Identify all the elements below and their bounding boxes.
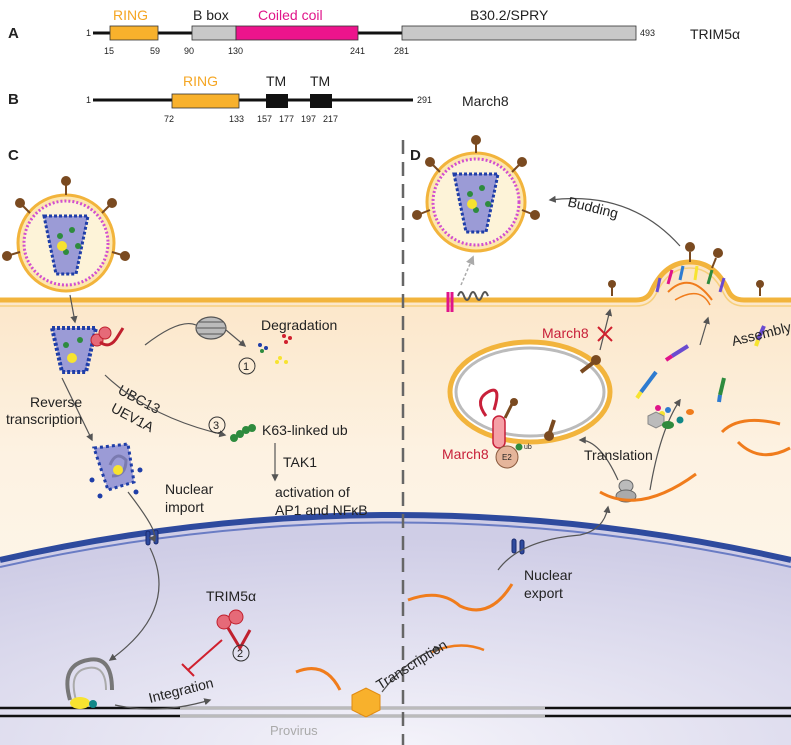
step-2-label: 2 bbox=[237, 648, 243, 660]
panel-label-a: A bbox=[8, 25, 19, 42]
gag-components bbox=[635, 325, 766, 429]
capsid-trim5a-complex bbox=[49, 326, 125, 374]
march8-pos-133: 133 bbox=[229, 114, 244, 124]
trim5a-pos-end: 493 bbox=[640, 28, 655, 38]
step-3-circle bbox=[208, 416, 226, 434]
march8-pos-start: 1 bbox=[86, 95, 91, 105]
released-virion bbox=[412, 135, 540, 253]
trim5a-pos-15: 15 bbox=[104, 46, 114, 56]
trim5a-domain-map: A RING B box Coiled coil B30.2/SPRY 1 49… bbox=[8, 7, 740, 56]
march8-pos-177: 177 bbox=[279, 114, 294, 124]
budding-particle bbox=[655, 242, 726, 306]
march8-pos-72: 72 bbox=[164, 114, 174, 124]
nucleus bbox=[0, 515, 791, 745]
march8-tm2-domain bbox=[310, 94, 332, 108]
panel-label-b: B bbox=[8, 91, 19, 108]
translation-label: Translation bbox=[584, 447, 653, 463]
step-1-circle bbox=[238, 357, 256, 375]
march8-label: March8 bbox=[442, 446, 489, 462]
trim5a-pos-130: 130 bbox=[228, 46, 243, 56]
march8-pos-197: 197 bbox=[301, 114, 316, 124]
activation-label-1: activation of bbox=[275, 484, 350, 500]
panel-label-c: C bbox=[8, 147, 19, 164]
trim5a-pos-90: 90 bbox=[184, 46, 194, 56]
activation-label-2: AP1 and NFκB bbox=[275, 502, 368, 518]
march8-domain-map: B RING TM TM 1 291 72 133 157 177 197 21… bbox=[8, 73, 509, 124]
march8-pos-217: 217 bbox=[323, 114, 338, 124]
march8-ring-domain bbox=[171, 93, 240, 109]
panel-d: D Budding bbox=[373, 135, 791, 693]
reverse-label-1: Reverse bbox=[30, 394, 82, 410]
panel-label-d: D bbox=[410, 147, 421, 164]
nuclear-envelope bbox=[0, 512, 791, 563]
step-2-circle bbox=[232, 644, 250, 662]
nuclear-export-label-2: export bbox=[524, 585, 563, 601]
degradation-label: Degradation bbox=[261, 317, 337, 333]
trim5a-coiled-label: Coiled coil bbox=[258, 7, 323, 23]
mrna bbox=[599, 472, 697, 502]
nuclear-import-label-2: import bbox=[165, 499, 204, 515]
trim5a-pos-59: 59 bbox=[150, 46, 160, 56]
trim5a-spry-label: B30.2/SPRY bbox=[470, 7, 549, 23]
membrane-receptor bbox=[446, 291, 489, 312]
trim5a-pos-start: 1 bbox=[86, 28, 91, 38]
trim5a-ring-domain bbox=[109, 25, 159, 41]
march8-ring-label: RING bbox=[183, 73, 218, 89]
proteasome bbox=[195, 316, 227, 340]
k63-label: K63-linked ub bbox=[262, 422, 348, 438]
nuclear-pore bbox=[145, 530, 151, 546]
march8-pos-end: 291 bbox=[417, 95, 432, 105]
degradation-fragments bbox=[258, 334, 292, 364]
trim5a-bbox-domain bbox=[191, 25, 237, 41]
incoming-virion bbox=[2, 176, 130, 293]
provirus-label: Provirus bbox=[270, 723, 318, 738]
march8-tm1-domain bbox=[266, 94, 288, 108]
trim5a-pos-241: 241 bbox=[350, 46, 365, 56]
trim5a-nuclear-label: TRIM5α bbox=[206, 588, 256, 604]
march8-protein-name: March8 bbox=[462, 93, 509, 109]
cell-background bbox=[0, 140, 791, 745]
trim5a-bbox-label: B box bbox=[193, 7, 229, 23]
trim5a-ring-label: RING bbox=[113, 7, 148, 23]
march8-block-label: March8 bbox=[542, 325, 589, 341]
reverse-label-2: transcription bbox=[6, 411, 82, 427]
pre-integration-complex bbox=[65, 657, 114, 709]
march8-tm2-label: TM bbox=[310, 73, 330, 89]
tak1-label: TAK1 bbox=[283, 454, 317, 470]
step-1-label: 1 bbox=[243, 361, 249, 373]
step-3-label: 3 bbox=[213, 420, 219, 432]
membrane-env-proteins bbox=[608, 280, 764, 296]
trim5a-coiled-coil-domain bbox=[235, 25, 359, 41]
panel-c: C bbox=[2, 147, 381, 738]
march8-pos-157: 157 bbox=[257, 114, 272, 124]
trim5a-spry-domain bbox=[401, 25, 637, 41]
reverse-transcription-complex bbox=[89, 442, 143, 499]
trim5a-pos-281: 281 bbox=[394, 46, 409, 56]
nuclear-import-label-1: Nuclear bbox=[165, 481, 214, 497]
e2-label: E2 bbox=[502, 453, 512, 462]
k63-ubiquitin-chain bbox=[230, 424, 256, 442]
endosome-vesicle bbox=[447, 339, 613, 445]
march8-tm1-label: TM bbox=[266, 73, 286, 89]
budding-label: Budding bbox=[566, 193, 620, 221]
trim5a-nuclear-protein bbox=[216, 609, 252, 651]
transcription-factor bbox=[351, 687, 381, 718]
block-marker bbox=[597, 326, 613, 342]
march8-e2-complex bbox=[479, 388, 523, 469]
trim5a-protein-name: TRIM5α bbox=[690, 26, 740, 42]
ub-label: ub bbox=[524, 444, 532, 451]
nuclear-pore bbox=[511, 538, 517, 554]
nuclear-export-label-1: Nuclear bbox=[524, 567, 573, 583]
env-protein-vesicle bbox=[544, 355, 601, 441]
